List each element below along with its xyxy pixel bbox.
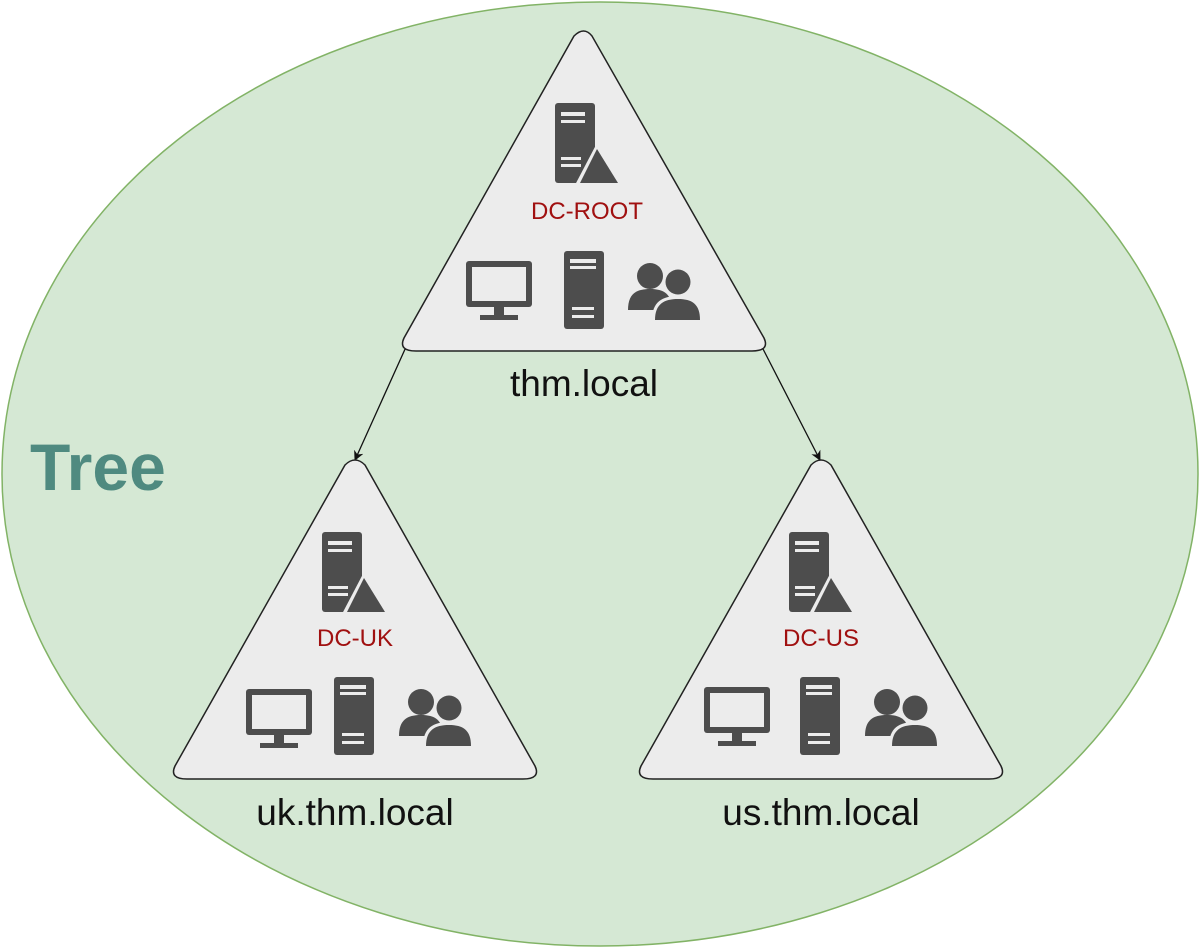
domain-node-us: DC-US us.thm.local [638, 459, 1004, 833]
dc-label: DC-US [783, 625, 859, 652]
edge-root-to-us [761, 346, 821, 461]
dc-label: DC-UK [317, 625, 393, 652]
domain-node-uk: DC-UK uk.thm.local [172, 459, 538, 833]
domain-name-label: us.thm.local [722, 792, 919, 833]
domain-node-root: DC-ROOT thm.local [401, 30, 767, 404]
domain-name-label: uk.thm.local [256, 792, 453, 833]
server-icon [334, 677, 374, 755]
server-icon [564, 251, 604, 329]
server-icon [800, 677, 840, 755]
tree-title: Tree [30, 430, 166, 504]
domain-name-label: thm.local [510, 363, 658, 404]
edge-root-to-uk [354, 346, 407, 461]
dc-label: DC-ROOT [531, 198, 643, 225]
